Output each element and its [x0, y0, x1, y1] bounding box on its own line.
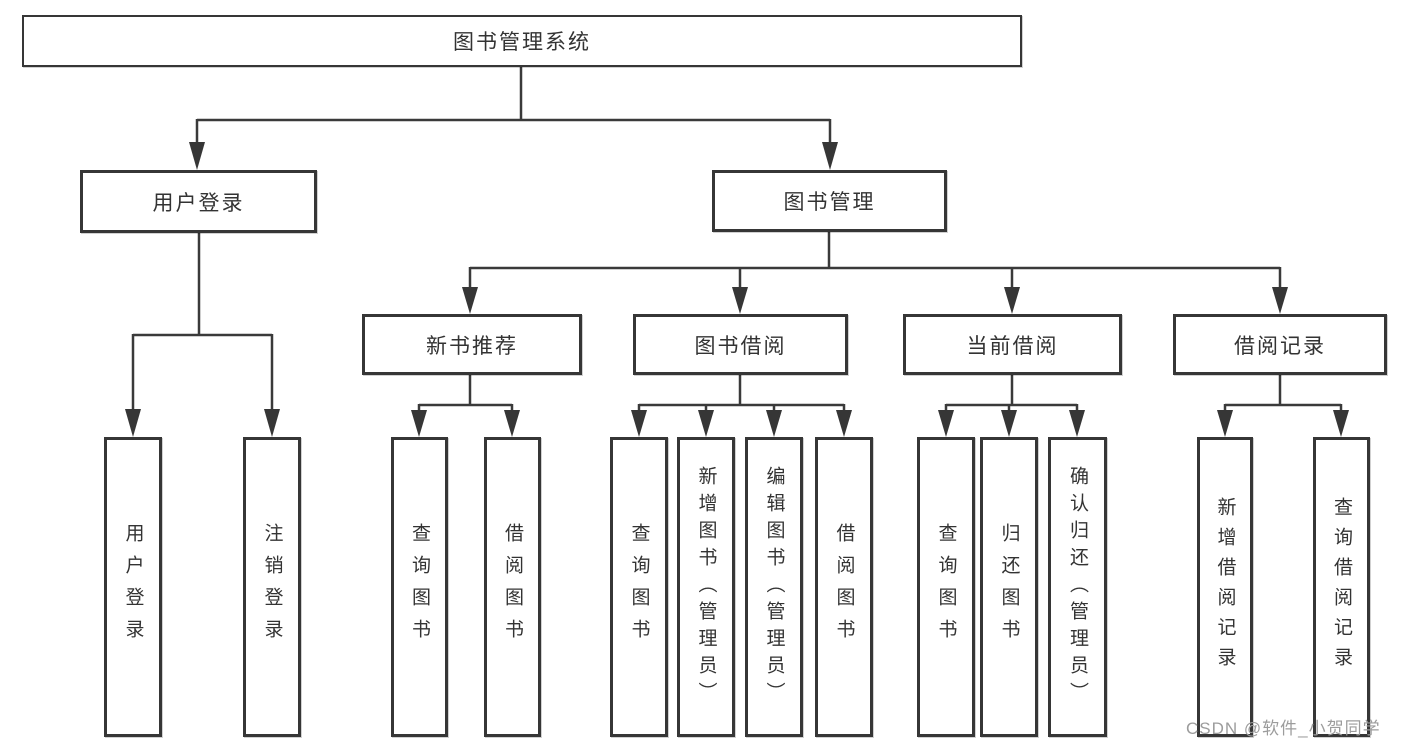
leaf-node-add-books-admin: 新增图书（管理员）: [677, 437, 735, 737]
leaf-node-add-borrow-record: 新增借阅记录: [1197, 437, 1253, 737]
arrowheads: [125, 142, 1349, 437]
leaf-label: 归还图书: [998, 523, 1020, 651]
node-book-management: 图书管理: [712, 170, 947, 232]
branch-node-current-borrow: 当前借阅: [903, 314, 1122, 375]
leaf-label: 确认归还（管理员）: [1067, 465, 1088, 709]
leaf-label: 查询图书: [409, 523, 430, 651]
branch-label: 借阅记录: [1234, 334, 1326, 358]
branch-node-new-book-recommend: 新书推荐: [362, 314, 582, 375]
leaf-node-confirm-return-admin: 确认归还（管理员）: [1048, 437, 1107, 737]
root-node-label: 图书管理系统: [453, 31, 591, 54]
leaf-node-query-books: 查询图书: [610, 437, 668, 737]
leaf-label: 借阅图书: [833, 523, 855, 651]
branch-label: 当前借阅: [966, 334, 1059, 358]
leaf-node-logout: 注销登录: [243, 437, 301, 737]
branch-node-borrow-records: 借阅记录: [1173, 314, 1387, 375]
leaf-node-borrow-books: 借阅图书: [484, 437, 541, 737]
leaf-label: 编辑图书（管理员）: [763, 465, 785, 709]
branch-label: 图书借阅: [694, 334, 787, 358]
leaf-label: 查询图书: [628, 523, 650, 651]
leaf-label: 用户登录: [122, 523, 144, 651]
root-node-library-system: 图书管理系统: [22, 15, 1022, 67]
leaf-label: 新增借阅记录: [1214, 497, 1236, 677]
branch-label: 新书推荐: [426, 334, 518, 358]
leaf-label: 注销登录: [261, 523, 283, 651]
leaf-node-borrow-books: 借阅图书: [815, 437, 873, 737]
branch-node-book-borrow: 图书借阅: [633, 314, 848, 375]
node-book-management-label: 图书管理: [783, 191, 876, 214]
node-user-login: 用户登录: [80, 170, 317, 233]
leaf-label: 借阅图书: [502, 523, 523, 651]
leaf-label: 新增图书（管理员）: [695, 465, 717, 709]
node-user-login-label: 用户登录: [152, 191, 245, 215]
leaf-node-edit-books-admin: 编辑图书（管理员）: [745, 437, 803, 737]
leaf-node-query-books: 查询图书: [391, 437, 448, 737]
watermark: CSDN @软件_小贺同学: [1186, 719, 1381, 738]
leaf-label: 查询借阅记录: [1331, 497, 1352, 677]
leaf-node-query-books: 查询图书: [917, 437, 975, 737]
leaf-node-query-borrow-record: 查询借阅记录: [1313, 437, 1370, 737]
leaf-node-user-login: 用户登录: [104, 437, 162, 737]
leaf-label: 查询图书: [935, 523, 957, 651]
leaf-node-return-books: 归还图书: [980, 437, 1038, 737]
